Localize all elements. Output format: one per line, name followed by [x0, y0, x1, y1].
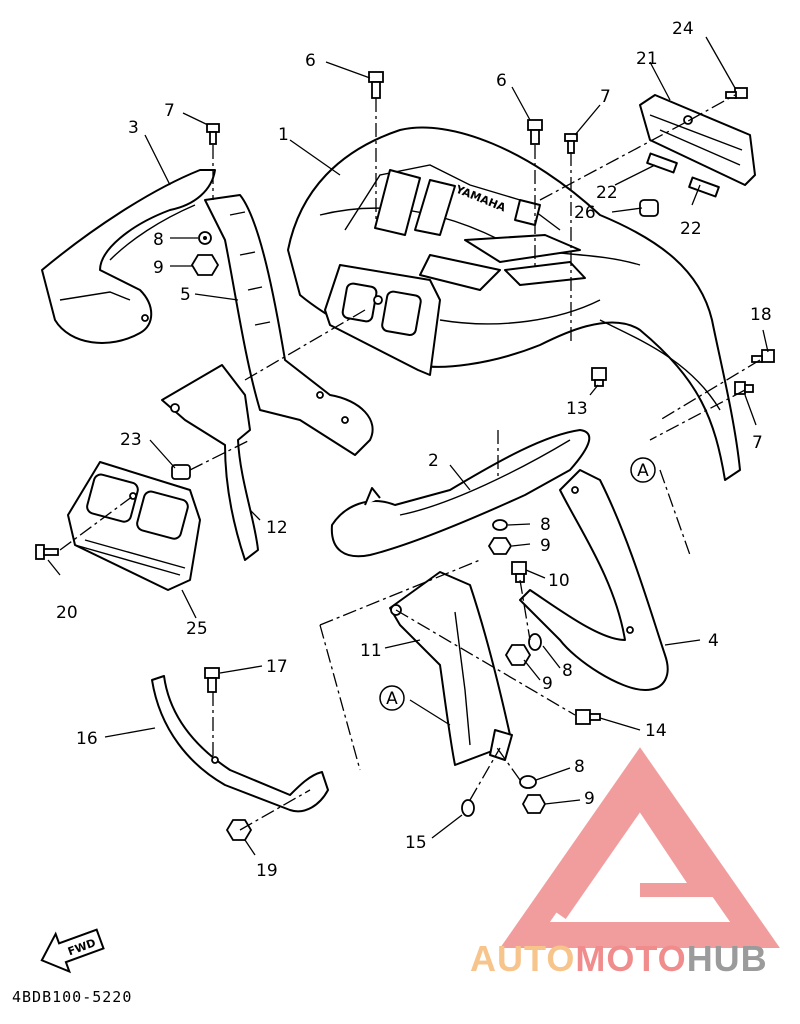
bolt-14: [575, 709, 601, 725]
callout-20: 20: [56, 603, 78, 623]
nut-19: [225, 819, 253, 841]
washer-15: [461, 799, 475, 817]
bolt-17: [204, 667, 220, 693]
callout-22b: 22: [680, 219, 702, 239]
svg-text:A: A: [386, 689, 398, 709]
callout-19: 19: [256, 861, 278, 881]
callout-2: 2: [428, 451, 439, 471]
callout-16: 16: [76, 729, 98, 749]
callout-11: 11: [360, 641, 382, 661]
callout-8d: 8: [574, 757, 585, 777]
callout-labels: 1 2 3 4 5 6 6 7 7 7 8 8 8 8 9 9 9 9 10 1…: [56, 19, 772, 881]
watermark-logo: [500, 747, 780, 948]
callout-8b: 8: [540, 515, 551, 535]
callout-24: 24: [672, 19, 694, 39]
drawing-code: 4BDB100-5220: [12, 988, 133, 1006]
screw-7c: [734, 381, 754, 395]
screw-24: [725, 87, 748, 99]
assembly-lines: [59, 94, 761, 831]
callout-6a: 6: [305, 51, 316, 71]
left-side-cover: [41, 169, 216, 344]
screw-18: [751, 349, 775, 363]
callout-6b: 6: [496, 71, 507, 91]
grommet-26: [639, 199, 659, 217]
callout-25: 25: [186, 619, 208, 639]
callout-9b: 9: [540, 536, 551, 556]
callout-9c: 9: [542, 674, 553, 694]
callout-12: 12: [266, 518, 288, 538]
screw-7b: [564, 133, 578, 154]
front-fender: YAMAHA: [287, 126, 741, 481]
nut-9b: [487, 537, 513, 555]
leader-lines: [47, 36, 769, 856]
reference-mark-a-upper: A: [630, 457, 656, 483]
callout-4: 4: [708, 631, 719, 651]
callout-23: 23: [120, 430, 142, 450]
right-fender-side: [519, 469, 669, 691]
rubber-pads: [646, 152, 720, 198]
callout-13: 13: [566, 399, 588, 419]
lower-deflector: [330, 429, 591, 558]
top-bracket: [639, 94, 756, 186]
callout-26: 26: [574, 203, 596, 223]
callout-21: 21: [636, 49, 658, 69]
nut-9a: [190, 254, 220, 276]
reference-mark-a-lower: A: [379, 685, 405, 711]
callout-5: 5: [180, 285, 191, 305]
screw-7a: [206, 123, 220, 145]
callout-7a: 7: [164, 101, 175, 121]
grommet-13: [591, 367, 607, 387]
side-bracket: [204, 194, 374, 456]
callout-7c: 7: [752, 433, 763, 453]
screw-20: [35, 544, 59, 560]
washer-8d: [519, 775, 537, 789]
washer-8c: [528, 633, 542, 651]
callout-14: 14: [645, 721, 667, 741]
hardware: [35, 71, 775, 841]
watermark-text: AUTOMOTOHUB: [470, 938, 768, 979]
support-strap: [151, 675, 329, 813]
headlight-bezel: [67, 461, 201, 591]
callout-10: 10: [548, 571, 570, 591]
callout-9d: 9: [584, 789, 595, 809]
washer-8b: [492, 519, 508, 531]
callout-8a: 8: [153, 230, 164, 250]
lower-guard: [389, 571, 513, 766]
bolt-6a: [368, 71, 384, 99]
callout-3: 3: [128, 118, 139, 138]
callout-18: 18: [750, 305, 772, 325]
callout-22a: 22: [596, 183, 618, 203]
forward-arrow-icon: FWD: [40, 928, 105, 974]
callout-8c: 8: [562, 661, 573, 681]
svg-text:A: A: [637, 461, 649, 481]
bolt-10: [511, 561, 527, 583]
callout-9a: 9: [153, 258, 164, 278]
callout-7b: 7: [600, 87, 611, 107]
nut-9d: [521, 794, 547, 814]
headlight-housing: [324, 264, 441, 376]
grommet-23: [171, 464, 191, 480]
callout-17: 17: [266, 657, 288, 677]
callout-1: 1: [278, 125, 289, 145]
bolt-6b: [527, 119, 543, 145]
callout-15: 15: [405, 833, 427, 853]
